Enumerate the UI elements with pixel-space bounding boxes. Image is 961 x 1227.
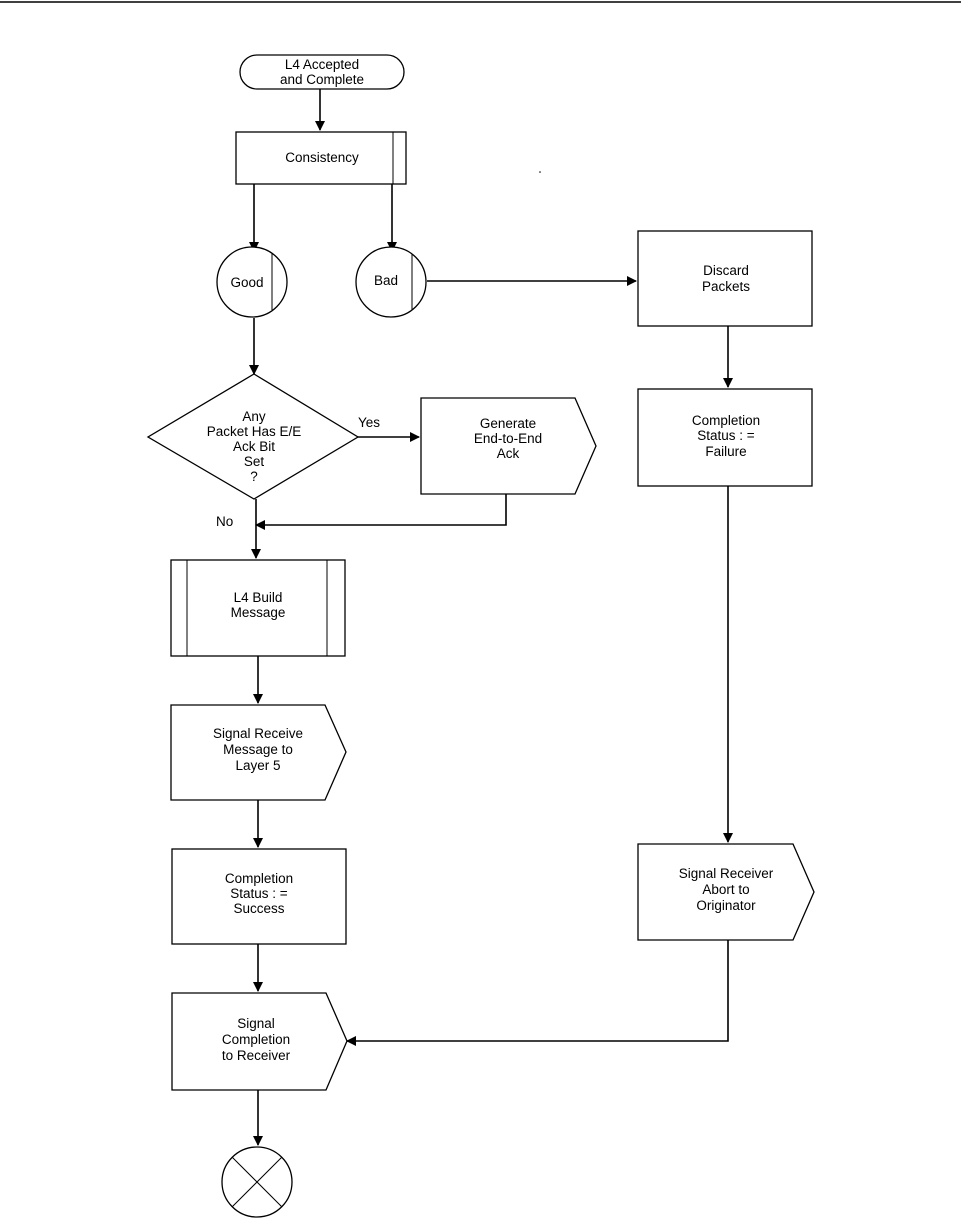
generate-label-line1: Generate <box>480 416 536 431</box>
build-message-node: L4 Build Message <box>170 559 346 657</box>
decision-label-line4: Set <box>244 454 265 469</box>
bad-label: Bad <box>374 273 398 288</box>
start-label-line2: and Complete <box>280 72 364 87</box>
status-failure-node: Completion Status : = Failure <box>637 388 813 487</box>
edge-label-yes: Yes <box>358 415 380 430</box>
edge-generate-merge <box>255 494 507 530</box>
failure-label-line1: Completion <box>692 413 760 428</box>
decision-label-line2: Packet Has E/E <box>207 424 302 439</box>
discard-packets-node: Discard Packets <box>637 230 813 327</box>
completion-label-line1: Signal <box>237 1016 275 1031</box>
good-label: Good <box>230 275 263 290</box>
build-label-line1: L4 Build <box>234 590 283 605</box>
abort-label-line1: Signal Receiver <box>679 866 774 881</box>
consistency-node: Consistency <box>235 131 407 185</box>
receive-label-line1: Signal Receive <box>213 726 303 741</box>
decision-label-line1: Any <box>242 409 266 424</box>
decision-label-line5: ? <box>250 469 258 484</box>
generate-ack-node: Generate End-to-End Ack <box>420 397 597 495</box>
edge-abort-completion <box>346 940 729 1046</box>
consistency-label: Consistency <box>285 150 359 165</box>
bad-node: Bad <box>355 246 427 318</box>
success-label-line3: Success <box>233 901 284 916</box>
build-label-line2: Message <box>231 605 286 620</box>
discard-label-line2: Packets <box>702 279 750 294</box>
failure-label-line3: Failure <box>705 444 746 459</box>
completion-label-line3: to Receiver <box>222 1048 291 1063</box>
signal-completion-node: Signal Completion to Receiver <box>171 992 348 1091</box>
terminator-icon <box>221 1146 293 1218</box>
start-label-line1: L4 Accepted <box>285 57 359 72</box>
connectors <box>249 89 733 1146</box>
signal-receive-node: Signal Receive Message to Layer 5 <box>170 704 347 801</box>
start-node: L4 Accepted and Complete <box>239 54 405 90</box>
edge-label-no: No <box>216 514 233 529</box>
generate-label-line3: Ack <box>497 446 520 461</box>
receive-label-line2: Message to <box>223 742 293 757</box>
success-label-line2: Status : = <box>230 886 288 901</box>
discard-label-line1: Discard <box>703 263 749 278</box>
abort-label-line2: Abort to <box>702 882 749 897</box>
success-label-line1: Completion <box>225 871 293 886</box>
decision-label-line3: Ack Bit <box>233 439 275 454</box>
failure-label-line2: Status : = <box>697 428 755 443</box>
scan-speck <box>539 171 541 173</box>
abort-label-line3: Originator <box>696 898 756 913</box>
status-success-node: Completion Status : = Success <box>171 848 347 945</box>
receive-label-line3: Layer 5 <box>235 758 280 773</box>
completion-label-line2: Completion <box>222 1032 290 1047</box>
good-node: Good <box>216 246 288 318</box>
generate-label-line2: End-to-End <box>474 431 542 446</box>
decision-node: Any Packet Has E/E Ack Bit Set ? <box>146 373 360 500</box>
signal-abort-node: Signal Receiver Abort to Originator <box>637 843 815 941</box>
